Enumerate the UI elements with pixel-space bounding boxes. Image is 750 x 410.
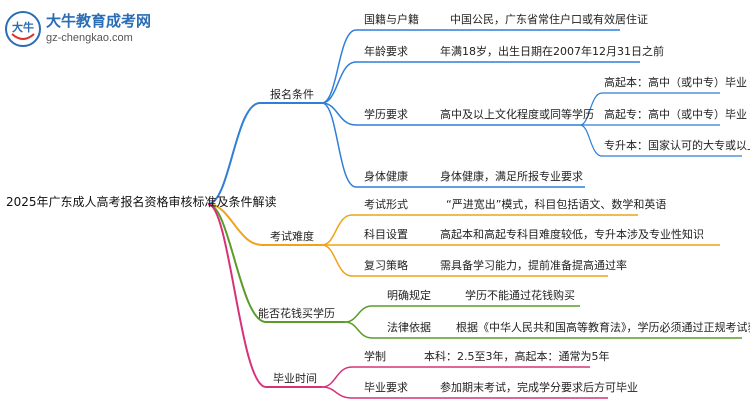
connector-root-b3 [207, 203, 345, 323]
node-exam-format: 考试形式 [364, 198, 408, 211]
logo-mark-icon: 大牛 [5, 11, 41, 47]
site-logo[interactable]: 大牛 大牛教育成考网 gz-chengkao.com [4, 8, 174, 52]
connector-b3-1 [344, 305, 580, 323]
node-legal-basis: 法律依据 [387, 321, 431, 334]
connector-b2-3 [321, 244, 608, 277]
connector-b1-1 [321, 29, 620, 104]
branch-exam-difficulty: 考试难度 [270, 230, 314, 243]
connector-root-b2 [207, 203, 322, 246]
node-education-sub-1: 高起本：高中（或中专）毕业 [604, 76, 747, 89]
node-review: 复习策略 [364, 259, 408, 272]
connector-b3-2 [344, 321, 742, 339]
node-education-sub-3: 专升本：国家认可的大专或以上学历 [604, 139, 750, 152]
connector-b4-1 [321, 366, 590, 388]
branch-buy-degree: 能否花钱买学历 [258, 307, 335, 320]
svg-text:大牛: 大牛 [12, 20, 34, 34]
node-duration: 学制 [364, 350, 386, 363]
node-duration-desc: 本科：2.5至3年，高起本：通常为5年 [424, 350, 610, 363]
node-age-desc: 年满18岁，出生日期在2007年12月31日之前 [440, 45, 664, 58]
node-nationality: 国籍与户籍 [364, 13, 419, 26]
node-education: 学历要求 [364, 108, 408, 121]
connector-b4-2 [321, 386, 608, 399]
node-graduation-req-desc: 参加期末考试，完成学分要求后方可毕业 [440, 381, 638, 394]
node-exam-format-desc: “严进宽出”模式，科目包括语文、数学和英语 [446, 198, 667, 211]
connector-b1-3-3 [579, 124, 742, 157]
connector-b1-3 [321, 102, 580, 126]
node-review-desc: 需具备学习能力，提前准备提高通过率 [440, 259, 627, 272]
connector-b1-4 [321, 102, 585, 188]
node-education-sub-2: 高起专：高中（或中专）毕业 [604, 108, 747, 121]
connector-root-b4 [207, 203, 322, 388]
branch-registration-conditions: 报名条件 [270, 88, 314, 101]
node-legal-basis-desc: 根据《中华人民共和国高等教育法》，学历必须通过正规考试获得 [456, 321, 750, 334]
node-nationality-desc: 中国公民，广东省常住户口或有效居住证 [450, 13, 648, 26]
root-topic: 2025年广东成人高考报名资格审核标准及条件解读 [6, 195, 277, 209]
node-health: 身体健康 [364, 170, 408, 183]
logo-url: gz-chengkao.com [46, 32, 133, 44]
node-health-desc: 身体健康，满足所报专业要求 [440, 170, 583, 183]
node-graduation-req: 毕业要求 [364, 381, 408, 394]
logo-title: 大牛教育成考网 [46, 12, 152, 30]
connector-root-b1 [207, 102, 322, 205]
node-age: 年龄要求 [364, 45, 408, 58]
node-subjects-desc: 高起本和高起专科目难度较低，专升本涉及专业性知识 [440, 228, 704, 241]
node-rule-desc: 学历不能通过花钱购买 [465, 289, 575, 302]
node-subjects: 科目设置 [364, 228, 408, 241]
branch-graduation-time: 毕业时间 [273, 372, 317, 385]
connector-b2-1 [321, 214, 638, 246]
connector-b1-3-1 [579, 92, 720, 126]
node-education-desc: 高中及以上文化程度或同等学历 [440, 108, 594, 121]
node-rule: 明确规定 [387, 289, 431, 302]
connector-b1-2 [321, 61, 640, 104]
